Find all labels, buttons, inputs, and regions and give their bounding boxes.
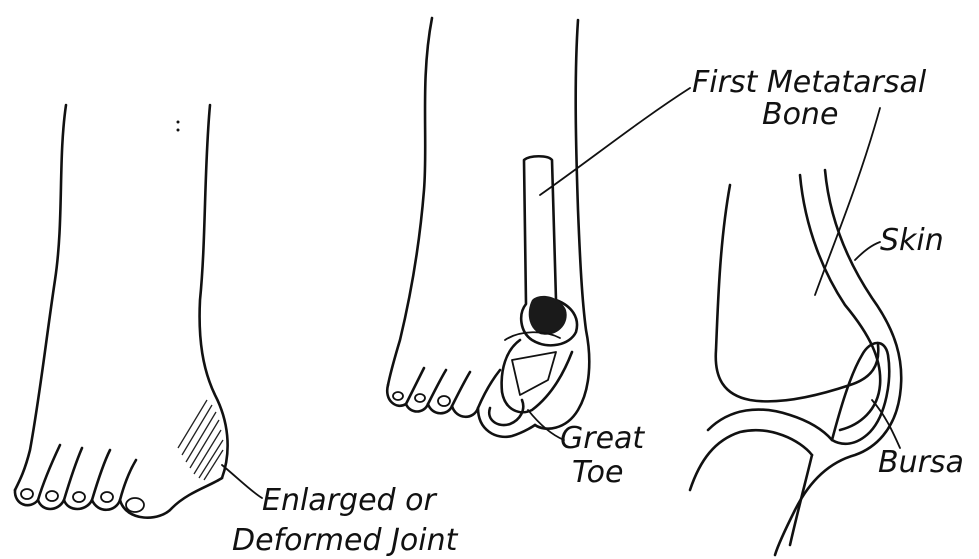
label-great: Great bbox=[560, 421, 645, 456]
label-first-metatarsal: First Metatarsal bbox=[692, 65, 927, 100]
joint-cross-section bbox=[690, 170, 901, 555]
label-bursa: Bursa bbox=[878, 445, 964, 480]
skin-leader-line bbox=[855, 242, 880, 260]
foot-xray-drawing bbox=[387, 18, 589, 437]
label-toe: Toe bbox=[572, 455, 623, 490]
label-skin: Skin bbox=[880, 223, 944, 258]
joint-leader-line bbox=[222, 465, 262, 498]
bone-leader-line-long bbox=[815, 108, 880, 295]
label-deformed-joint: Deformed Joint bbox=[232, 523, 459, 558]
label-enlarged-or: Enlarged or bbox=[262, 483, 437, 518]
label-bone: Bone bbox=[762, 97, 838, 132]
bone-leader-line bbox=[540, 88, 690, 195]
enlarged-joint-hatching bbox=[178, 400, 223, 480]
foot-exterior-drawing bbox=[15, 105, 228, 518]
